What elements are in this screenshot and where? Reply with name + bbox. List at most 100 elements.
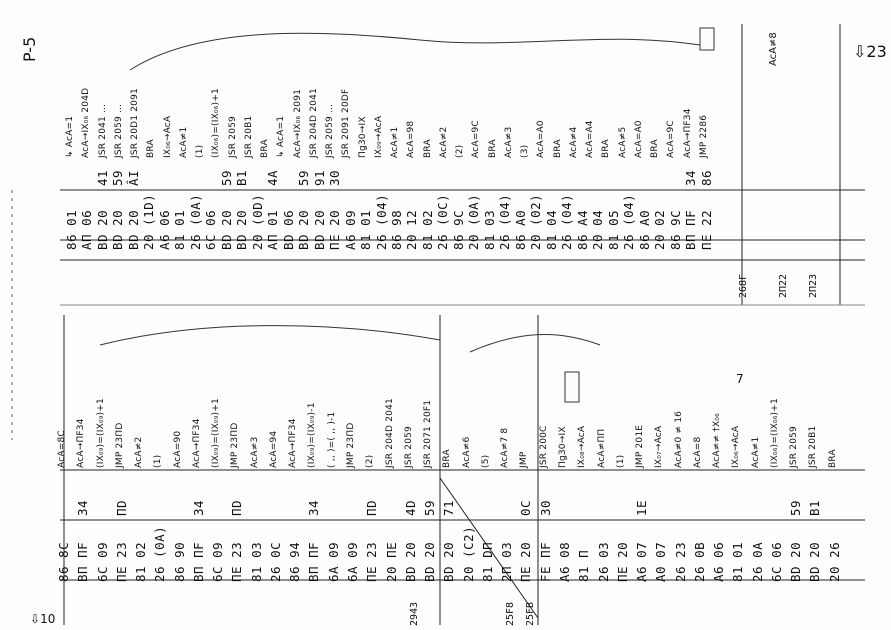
lower-note: (1) xyxy=(615,454,626,468)
lower-note: AcA=8 xyxy=(692,436,703,468)
upper-operand: 59 xyxy=(296,169,312,186)
upper-byte-col: 20 (02) xyxy=(528,193,544,250)
lower-row-tag: 25FB xyxy=(525,601,536,626)
lower-note: (IX₀₉)=(IX₀₉)-1 xyxy=(307,402,318,468)
lower-note: AcA→ПF34 xyxy=(191,418,202,468)
lower-byte-col: 20 (C2) xyxy=(460,525,476,582)
upper-note: JSR 2059 ... xyxy=(325,103,335,158)
upper-byte-col: 26 (0A) xyxy=(187,193,203,250)
upper-byte-col: 86 9C xyxy=(450,209,466,250)
upper-byte-col: 20 (0A) xyxy=(466,193,482,250)
lower-note: AcA≠≠ †X₀₆ xyxy=(712,413,723,468)
upper-flow-arrow xyxy=(129,32,701,71)
upper-operand: 59 xyxy=(218,169,234,186)
upper-note: JMP 2286 xyxy=(698,114,709,158)
lower-byte-col: 86 94 xyxy=(287,541,303,582)
upper-byte-col: 20 (1D) xyxy=(141,193,157,250)
lower-note: AcA→ПF34 xyxy=(76,418,87,468)
upper-byte-col: 81 02 xyxy=(419,209,435,250)
lower-byte-col: FE ПF xyxy=(537,541,553,582)
lower-byte-col: 6C 09 xyxy=(94,541,110,582)
lower-note: JMP 201E xyxy=(635,424,646,468)
lower-byte-col: BD 20 xyxy=(402,541,418,582)
lower-operand: 34 xyxy=(306,499,322,516)
lower-note: (5) xyxy=(480,454,491,468)
upper-byte-col: 26 (04) xyxy=(621,193,637,250)
upper-note: JSR 204D 2041 xyxy=(308,88,319,158)
upper-note: JSR 2041 ... xyxy=(97,103,108,158)
corner-arrow-icon: ⇩ xyxy=(30,612,41,626)
upper-note: BRA xyxy=(552,139,563,158)
upper-byte-col: 86 98 xyxy=(389,209,404,250)
upper-operand: 59 xyxy=(110,169,126,186)
lower-byte-col: 26 0B xyxy=(691,541,707,582)
lower-operand: 1E xyxy=(634,499,650,516)
lower-note: (2) xyxy=(365,454,376,468)
box-mark-upper xyxy=(699,27,715,51)
upper-note: Пǥ30→IX xyxy=(357,116,368,158)
lower-byte-col: 81 01 xyxy=(730,541,746,582)
upper-operand: B1 xyxy=(234,169,250,186)
upper-byte-col: 20 (0D) xyxy=(249,193,265,250)
upper-operand: 30 xyxy=(327,169,343,186)
upper-byte-col: 86 A0 xyxy=(636,209,652,250)
lower-byte-col: A6 07 xyxy=(634,541,650,582)
lower-byte-col: 2П 03 xyxy=(499,541,515,582)
upper-note: BRA xyxy=(260,139,270,158)
lower-note: AcA≠1 xyxy=(750,436,761,468)
upper-note: AcA≠1 xyxy=(178,126,189,158)
corner-mark-text: 10 xyxy=(40,612,56,626)
upper-note: AcA≠5 xyxy=(617,126,628,158)
lower-operand: ПD xyxy=(229,499,245,516)
upper-byte-col: 86 01 xyxy=(64,209,79,250)
lower-byte-col: 6A 09 xyxy=(345,541,361,582)
lower-row-tag: 294З xyxy=(409,601,420,626)
lower-note: AcA→ПF34 xyxy=(288,418,299,468)
upper-operand: 41 xyxy=(94,169,110,186)
lower-flow-arrow-2 xyxy=(469,334,601,353)
page-number: ⇩23 xyxy=(853,42,887,61)
upper-row-tag: 2П2З xyxy=(808,273,819,298)
upper-byte-col: 20 02 xyxy=(652,209,668,250)
upper-note: ↳ AcA=1 xyxy=(276,115,287,158)
upper-note: AcA≠1 xyxy=(390,126,400,158)
lower-note: AcA=94 xyxy=(268,430,279,468)
upper-note: AcA≠3 xyxy=(503,126,514,158)
diagonal-strike xyxy=(439,477,539,619)
upper-byte-col: ПE 22 xyxy=(698,209,714,250)
upper-byte-col: 81 01 xyxy=(172,209,188,250)
lower-byte-col: 6A 09 xyxy=(325,541,341,582)
lower-byte-col: BD 20 xyxy=(807,541,823,582)
lower-note: IX₀₆→AcA xyxy=(731,425,742,468)
corner-mark: ⇩10 xyxy=(30,612,55,626)
upper-note: JSR 2059 xyxy=(227,116,238,158)
upper-operand: 4A xyxy=(265,169,281,186)
upper-byte-col: ПE 20 xyxy=(327,209,343,250)
upper-note: ↳ AcA=1 xyxy=(65,115,75,158)
lower-note: BRA xyxy=(442,449,453,468)
box-mark-lower xyxy=(564,371,580,403)
upper-note: AcA=A0 xyxy=(536,120,547,158)
upper-operand: 91 xyxy=(311,169,327,186)
lower-note: BRA xyxy=(827,449,838,468)
lower-flow-arrow xyxy=(99,325,441,346)
lower-byte-col: ПE 20 xyxy=(518,541,534,582)
upper-byte-col: 86 A0 xyxy=(512,209,528,250)
lower-byte-col: 26 0C xyxy=(267,541,283,582)
upper-byte-col: 26 (0C) xyxy=(435,193,451,250)
upper-row-tag: 268F xyxy=(738,273,749,298)
lower-byte-col: BП ПF xyxy=(190,541,206,582)
upper-note: AcA=9C xyxy=(666,120,677,158)
lower-byte-col: 81 02 xyxy=(133,541,149,582)
lower-note: AcA=8C xyxy=(57,430,67,468)
upper-byte-col: BD 20 xyxy=(94,209,110,250)
lower-note: Пǥ30→IX xyxy=(557,426,568,468)
lower-note: AcA≠0 ≠ 16 xyxy=(673,410,684,468)
upper-note: AcA=A0 xyxy=(633,120,644,158)
lower-byte-col: 20 ПE xyxy=(383,541,399,582)
upper-byte-col: 20 12 xyxy=(404,209,420,250)
upper-byte-col: 81 01 xyxy=(358,209,374,250)
upper-note: AcA=A4 xyxy=(585,120,595,158)
lower-byte-col: 81 03 xyxy=(248,541,264,582)
